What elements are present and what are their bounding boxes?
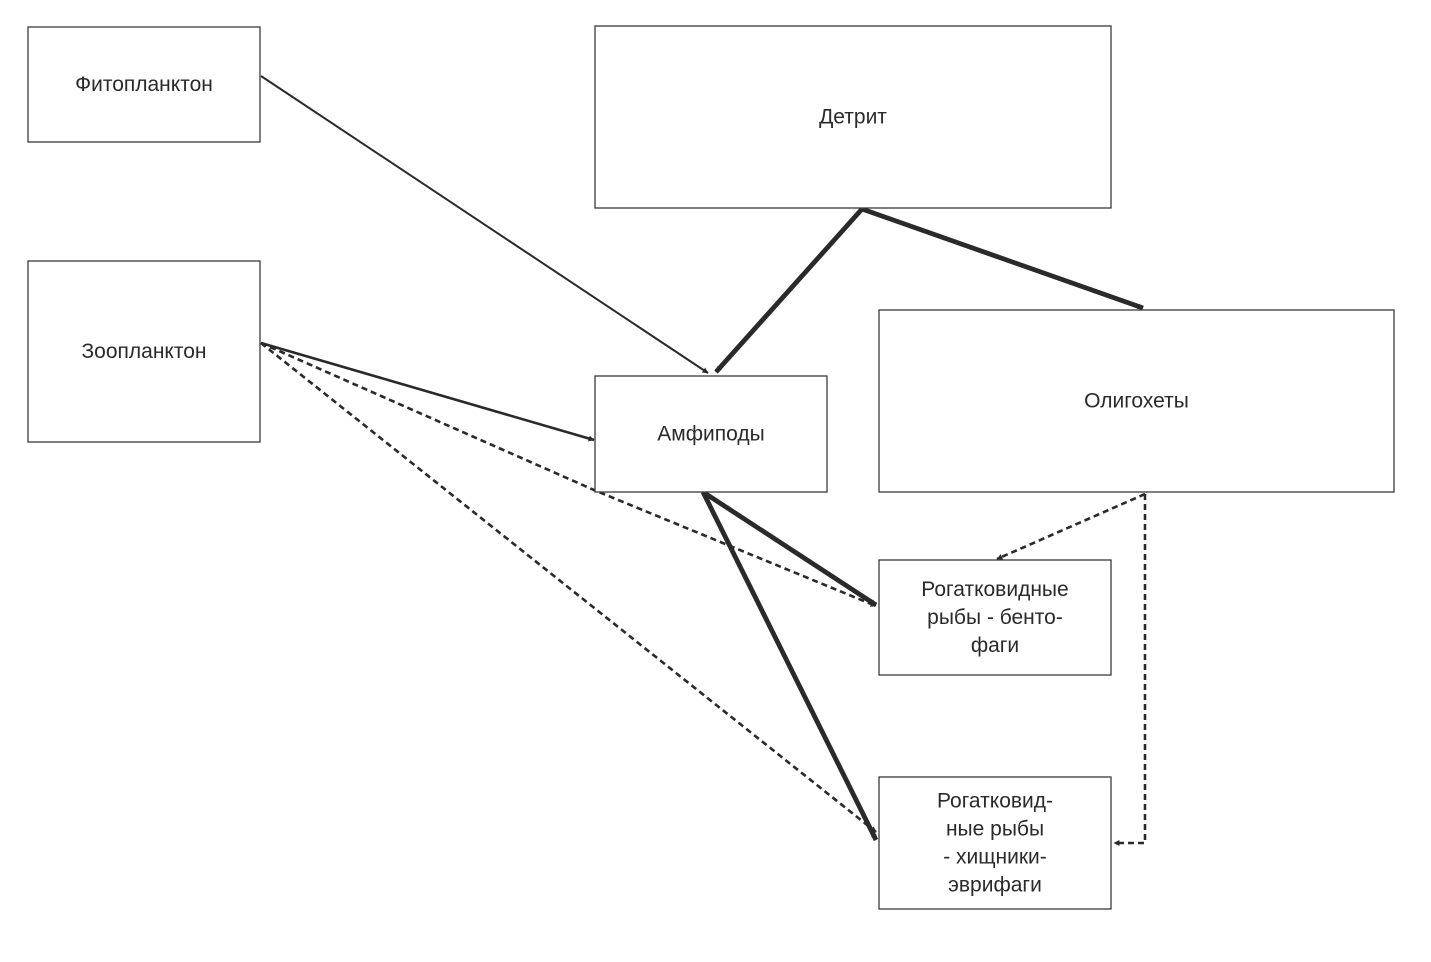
node-label-sculpins_predators: эврифаги	[948, 874, 1042, 897]
node-detritus: Детрит	[594, 25, 1112, 209]
node-box-phytoplankton	[27, 26, 261, 143]
node-sculpins_benthophages: Рогатковидные рыбы - бенто-фаги	[878, 559, 1112, 676]
edge-phytoplankton-to-amphipods	[260, 75, 709, 374]
node-label-sculpins_predators: - хищники-	[943, 846, 1047, 869]
edge-zooplankton-to-amphipods	[260, 341, 595, 442]
node-oligochaetes: Олигохеты	[878, 309, 1395, 493]
node-zooplankton: Зоопланктон	[27, 260, 261, 443]
edge-zooplankton-to-sculpins_benthophages	[260, 341, 877, 608]
node-box-detritus	[594, 25, 1112, 209]
node-label-zooplankton: Зоопланктон	[81, 340, 206, 363]
node-box-sculpins_benthophages	[878, 559, 1112, 676]
node-label-sculpins_benthophages: рыбы - бенто-	[927, 606, 1063, 629]
node-box-sculpins_predators	[878, 776, 1112, 910]
edge-amphipods-to-sculpins_benthophages	[701, 489, 878, 608]
edge-detritus-to-amphipods	[714, 207, 864, 374]
node-label-oligochaetes: Олигохеты	[1084, 390, 1189, 413]
node-label-detritus: Детрит	[819, 106, 887, 129]
node-label-amphipods: Амфиподы	[657, 423, 764, 446]
node-phytoplankton: Фитопланктон	[27, 26, 261, 143]
edge-amphipods-to-sculpins_predators	[700, 490, 879, 842]
edges-layer	[260, 75, 1147, 846]
node-label-sculpins_benthophages: фаги	[971, 634, 1019, 657]
node-sculpins_predators: Рогатковид-ные рыбы - хищники-эврифаги	[878, 776, 1112, 910]
edge-detritus-to-oligochaetes	[861, 206, 1144, 311]
node-label-sculpins_benthophages: Рогатковидные	[921, 578, 1068, 601]
node-amphipods: Амфиподы	[594, 375, 828, 493]
edge-zooplankton-to-sculpins_predators	[260, 341, 877, 834]
edge-oligochaetes-to-sculpins_benthophages	[996, 492, 1146, 561]
node-box-amphipods	[594, 375, 828, 493]
node-label-sculpins_predators: ные рыбы	[946, 818, 1044, 841]
node-label-sculpins_predators: Рогатковид-	[937, 790, 1053, 813]
edge-oligochaetes-to-sculpins_predators	[1113, 494, 1147, 846]
node-box-zooplankton	[27, 260, 261, 443]
node-label-phytoplankton: Фитопланктон	[75, 73, 213, 96]
node-box-oligochaetes	[878, 309, 1395, 493]
